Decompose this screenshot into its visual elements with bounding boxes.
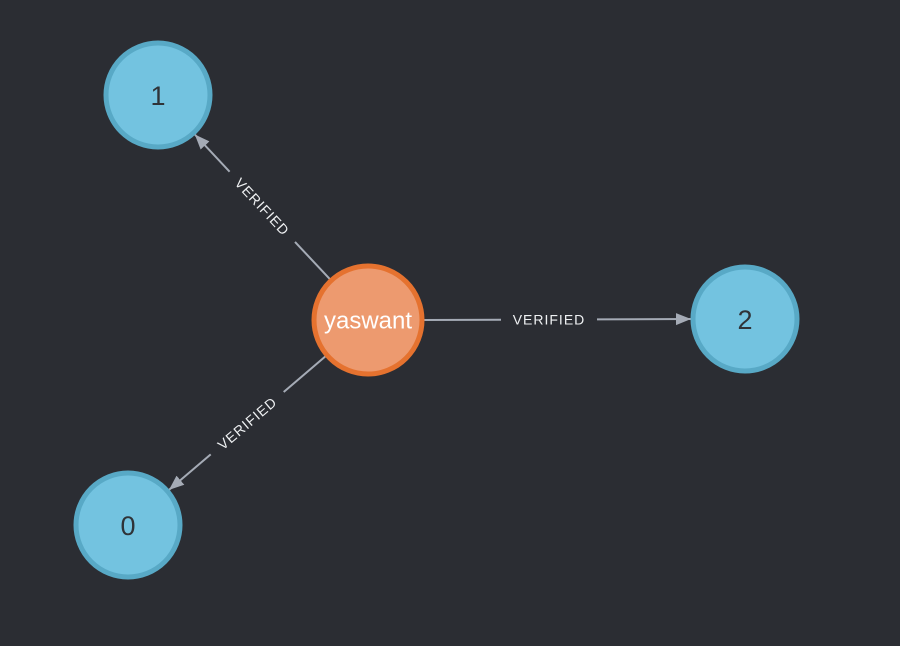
node-0[interactable]: 0: [73, 470, 183, 580]
edge-label-verified[interactable]: VERIFIED: [232, 175, 293, 239]
edge-segment[interactable]: [294, 241, 331, 280]
edge-label-verified[interactable]: VERIFIED: [513, 312, 586, 328]
edge-yaswant-1[interactable]: VERIFIED: [194, 133, 331, 280]
edge-yaswant-0[interactable]: VERIFIED: [168, 355, 327, 491]
edge-label-verified[interactable]: VERIFIED: [214, 394, 280, 453]
edge-segment-arrow[interactable]: [168, 453, 212, 491]
node-1-circle[interactable]: [103, 40, 213, 150]
node-2[interactable]: 2: [690, 264, 800, 374]
edge-segment-arrow[interactable]: [194, 133, 231, 173]
node-1[interactable]: 1: [103, 40, 213, 150]
node-yaswant[interactable]: yaswant: [311, 263, 425, 377]
node-2-circle[interactable]: [690, 264, 800, 374]
node-0-circle[interactable]: [73, 470, 183, 580]
node-yaswant-circle[interactable]: [311, 263, 425, 377]
edge-yaswant-2[interactable]: VERIFIED: [423, 312, 692, 328]
edge-segment[interactable]: [283, 355, 327, 393]
